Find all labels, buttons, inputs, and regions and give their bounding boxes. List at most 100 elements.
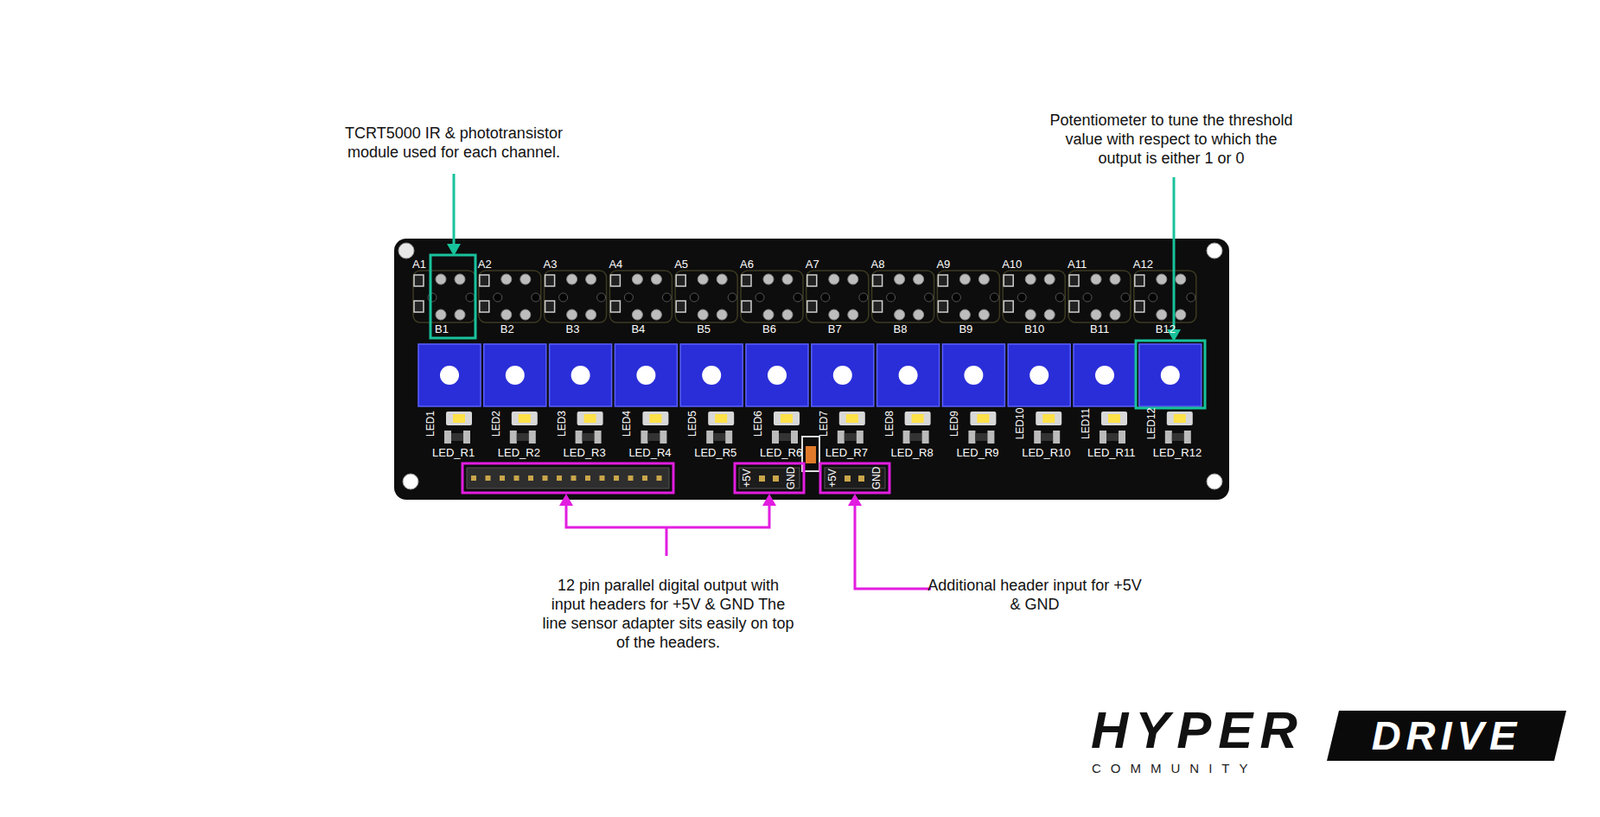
through-hole [435,274,447,285]
part-designator: A4 [608,258,623,271]
resistor-pad [706,430,714,444]
smd-pad [1134,274,1145,287]
smd-pad [807,274,817,287]
resistor-pad [463,430,471,444]
resistor-pad [837,430,845,444]
through-hole [631,274,643,285]
through-hole [978,309,989,320]
smd-pad [1003,300,1014,313]
through-hole [1156,274,1167,285]
part-designator: LED_R12 [1153,446,1202,459]
resistor-body [713,433,726,441]
via [689,293,699,302]
through-hole [959,309,970,320]
header-pin [656,475,663,481]
led-body [905,411,931,426]
resistor-pad [856,430,864,444]
through-hole [828,309,840,320]
through-hole [697,309,708,320]
part-designator: B12 [1155,323,1176,336]
through-hole [847,274,859,285]
led-die [1173,414,1186,423]
through-hole [716,274,727,285]
part-designator: LED3 [555,410,568,437]
smd-pad [610,300,620,313]
led-body [511,411,538,426]
pin-header [466,467,670,489]
part-designator: LED_R6 [759,446,803,459]
smd-component [805,446,816,464]
header-pin [528,475,534,481]
part-designator: B9 [958,323,973,336]
part-designator: LED_R7 [825,446,868,459]
resistor-pad [529,430,536,444]
smd-pad [414,274,424,287]
header-pin [542,475,549,481]
through-hole [454,309,466,320]
through-hole [1175,274,1186,285]
through-hole [782,274,793,285]
leader-line [566,503,770,528]
led-body [446,411,472,426]
smd-pad [873,274,883,287]
potentiometer-knob [767,365,787,385]
sensor-outline [675,270,738,323]
through-hole [1109,274,1121,285]
sensor-outline [1002,270,1065,323]
part-designator: LED_R10 [1021,446,1071,459]
resistor-body [582,433,595,441]
smd-pad [479,300,490,313]
smd-pad [414,300,424,313]
resistor-pad [1033,430,1041,444]
potentiometer [745,344,809,407]
led-die [911,414,925,423]
through-hole [1025,309,1036,320]
header-pin [613,475,619,481]
through-hole [782,309,793,320]
through-hole [1109,309,1121,320]
potentiometer [811,344,874,407]
header-pin [772,475,779,482]
callout-text: Potentiometer to tune the threshold valu… [1041,110,1301,168]
part-designator: A3 [543,258,558,271]
part-designator: LED_R4 [628,446,671,459]
logo-text: HYPER [1090,701,1305,759]
led-body [1035,411,1062,426]
via [597,293,606,302]
header-pin [642,475,648,481]
through-hole [716,309,727,320]
via [924,293,934,302]
through-hole [1090,274,1102,285]
potentiometer-knob [1095,365,1115,385]
part-designator: B6 [762,323,777,336]
via [493,293,503,302]
resistor-pad [771,430,779,444]
header-pin [858,475,865,482]
smd-pad [873,300,883,313]
via [1083,293,1092,302]
smd-pad [1134,300,1145,313]
resistor-body [1172,433,1185,441]
via [821,293,830,302]
resistor-body [1040,433,1053,441]
led-body [1101,411,1128,426]
mounting-hole [402,473,419,490]
part-designator: A11 [1067,258,1087,271]
through-hole [501,274,512,285]
header-pin [599,475,606,481]
via [1017,293,1027,302]
sensor-outline [609,270,672,323]
through-hole [1044,309,1055,320]
header-pin [485,475,491,481]
sensor-outline [740,270,804,323]
part-designator: B11 [1090,323,1110,336]
potentiometer-knob [701,365,721,385]
part-designator: B4 [631,323,645,336]
through-hole [697,274,708,285]
part-designator: A10 [1001,258,1022,271]
resistor-body [778,433,791,441]
through-hole [631,309,643,320]
through-hole [763,309,774,320]
